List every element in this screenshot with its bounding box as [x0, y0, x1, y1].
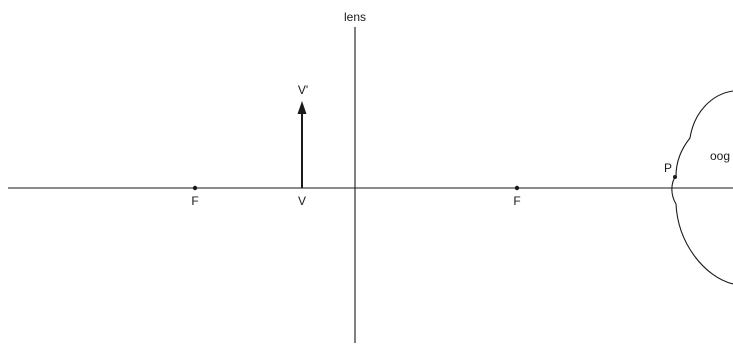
eye-label: oog [710, 149, 730, 163]
focus-left-label: F [191, 194, 198, 208]
focus-right-dot [514, 185, 520, 191]
object-top-label: V' [298, 83, 308, 97]
object-base-label: V [298, 194, 306, 208]
lens-label: lens [344, 10, 366, 24]
focus-right-label: F [513, 194, 520, 208]
point-p-label: P [664, 161, 672, 175]
object-arrow-head [297, 101, 307, 114]
focus-left-dot [192, 185, 198, 191]
point-p-dot [673, 175, 677, 179]
